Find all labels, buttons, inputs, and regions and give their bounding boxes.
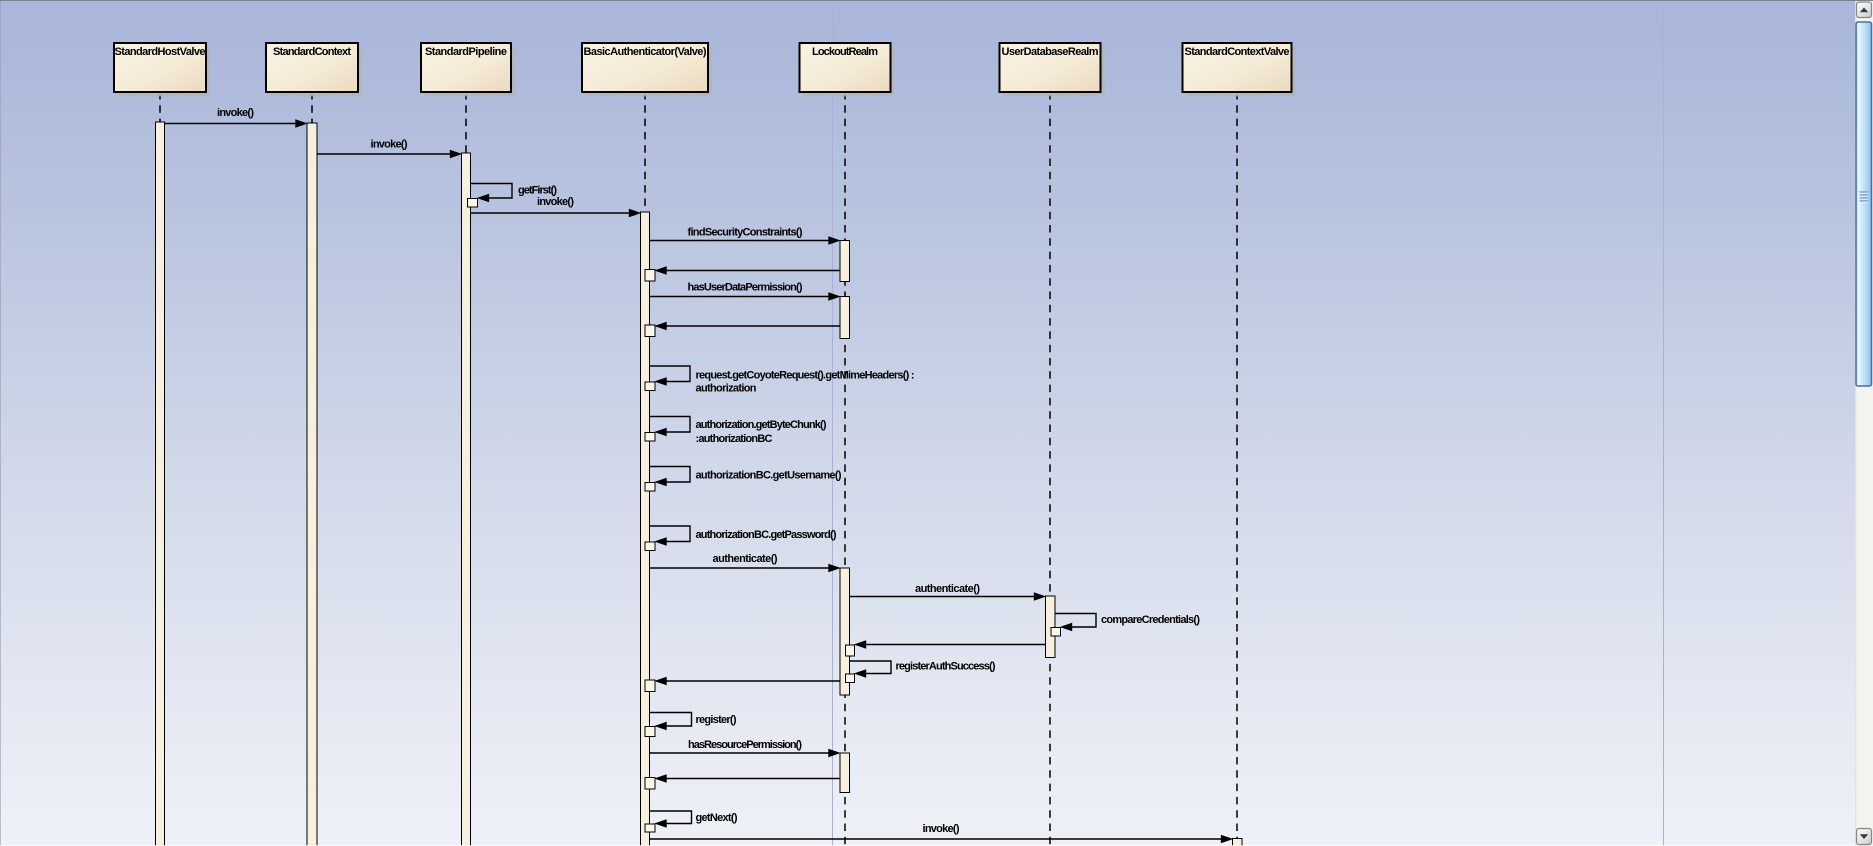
svg-text:authenticate(): authenticate() <box>713 553 778 565</box>
svg-text:register(): register() <box>696 714 737 726</box>
svg-text:StandardPipeline: StandardPipeline <box>425 46 507 58</box>
svg-text:hasUserDataPermission(): hasUserDataPermission() <box>688 282 803 294</box>
svg-text:invoke(): invoke() <box>923 823 960 835</box>
svg-text:request.getCoyoteRequest().get: request.getCoyoteRequest().getMimeHeader… <box>696 370 915 382</box>
svg-text:LockoutRealm: LockoutRealm <box>812 46 878 58</box>
svg-text:findSecurityConstraints(): findSecurityConstraints() <box>688 227 803 239</box>
svg-text:invoke(): invoke() <box>537 196 574 208</box>
svg-text:StandardHostValve: StandardHostValve <box>115 46 206 58</box>
svg-text:registerAuthSuccess(): registerAuthSuccess() <box>896 661 996 673</box>
svg-text:authorizationBC.getUsername(): authorizationBC.getUsername() <box>696 470 842 482</box>
svg-text:StandardContext: StandardContext <box>273 46 351 58</box>
svg-text:authorization: authorization <box>696 383 757 395</box>
svg-text:compareCredentials(): compareCredentials() <box>1101 614 1200 626</box>
svg-text:UserDatabaseRealm: UserDatabaseRealm <box>1002 46 1099 58</box>
svg-text:invoke(): invoke() <box>217 107 254 119</box>
svg-text:getFirst(): getFirst() <box>518 185 557 197</box>
svg-text:hasResourcePermission(): hasResourcePermission() <box>688 739 802 751</box>
svg-text:authorization.getByteChunk(): authorization.getByteChunk() <box>696 419 827 431</box>
svg-text:authenticate(): authenticate() <box>915 583 980 595</box>
svg-text:authorizationBC.getPassword(): authorizationBC.getPassword() <box>696 529 837 541</box>
svg-text::authorizationBC: :authorizationBC <box>696 433 773 445</box>
svg-text:invoke(): invoke() <box>371 139 408 151</box>
svg-text:StandardContextValve: StandardContextValve <box>1185 46 1290 58</box>
svg-text:getNext(): getNext() <box>696 812 738 824</box>
svg-text:BasicAuthenticator(Valve): BasicAuthenticator(Valve) <box>584 46 707 58</box>
